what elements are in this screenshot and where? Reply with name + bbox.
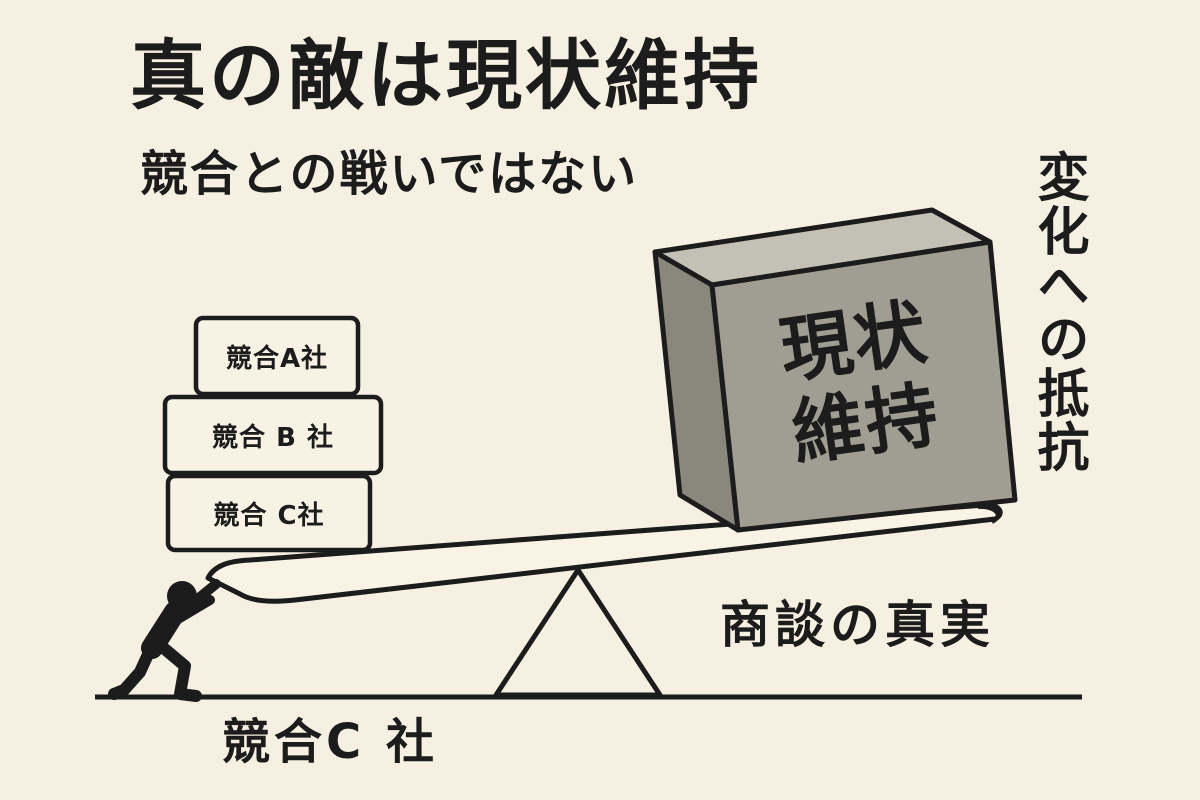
competitor-label-b: 競合 B 社 [212, 422, 334, 453]
side-vertical-label: 変化への抵抗 [1028, 150, 1088, 474]
status-quo-block-icon [652, 207, 1018, 533]
page-title: 真の敵は現状維持 [130, 31, 762, 120]
lever-plank [205, 502, 1003, 604]
person-arm-lower [163, 595, 215, 630]
page-subtitle: 競合との戦いではない [140, 146, 639, 202]
fulcrum-triangle [493, 567, 663, 698]
competitor-box-a [193, 315, 361, 397]
bottom-right-label: 商談の真実 [720, 596, 995, 654]
person-leg-front [154, 639, 202, 702]
competitor-box-c [165, 473, 373, 553]
status-quo-block-label: 現状 維持 [775, 289, 945, 476]
block-front-face [709, 239, 1018, 533]
competitor-label-c: 競合 C社 [213, 500, 325, 531]
pushing-person-icon [108, 579, 221, 702]
bottom-left-label: 競合C 社 [222, 714, 438, 770]
person-leg-back [108, 644, 156, 700]
lever-plank-curl [977, 504, 1000, 524]
competitor-label-a: 競合A社 [225, 343, 329, 374]
competitor-box-b [162, 394, 384, 476]
